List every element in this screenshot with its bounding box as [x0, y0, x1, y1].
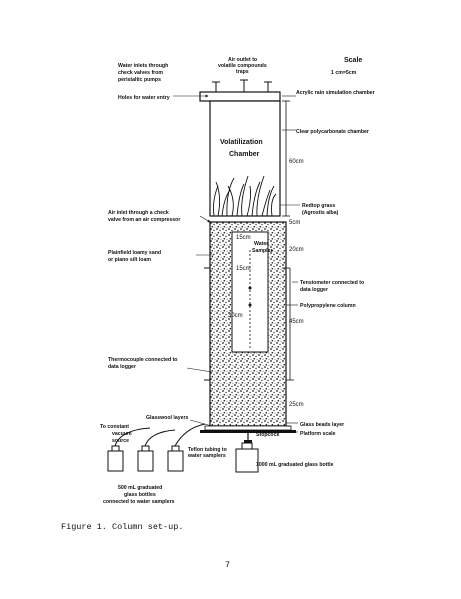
platform-label: Platform scale — [300, 431, 336, 437]
volatilization-line1: Volatilization — [220, 139, 263, 146]
soil-line2: or piano silt loam — [108, 257, 151, 263]
redtop-line1: Redtop grass — [302, 203, 335, 209]
redtop-grass — [213, 175, 277, 217]
holes-label: Holes for water entry — [118, 95, 170, 101]
dim-inner-15a: 15cm — [236, 235, 251, 241]
acrylic-chamber-label: Acrylic rain simulation chamber — [296, 90, 375, 96]
volatilization-line2: Chamber — [229, 151, 260, 158]
bottles-500ml — [107, 423, 206, 472]
teflon-line1: Teflon tubing to — [188, 447, 227, 453]
water-sampler-line2: Sampler — [252, 248, 272, 254]
polypropylene-label: Polypropylene column — [300, 303, 356, 309]
stopcock — [244, 440, 252, 443]
air-outlet-line3: traps — [236, 69, 249, 75]
scale-title: Scale — [344, 57, 362, 64]
teflon-line2: water samplers — [187, 453, 226, 459]
dim-lower: 25cm — [289, 402, 304, 408]
air-inlet-line2: valve from an air compressor — [108, 217, 180, 223]
bottles-500-line3: connected to water samplers — [103, 499, 175, 505]
water-inlets-line1: Water inlets through — [118, 63, 168, 69]
dim-column: 45cm — [289, 319, 304, 325]
glasswool-label: Glasswool layers — [146, 415, 189, 421]
bottle-1000-label: 1000 mL graduated glass bottle — [256, 462, 334, 468]
bottle-1000ml — [235, 442, 259, 473]
page-number: 7 — [225, 560, 230, 570]
redtop-line2: (Agrostis alba) — [302, 210, 339, 216]
dim-gap: 5cm — [289, 220, 300, 226]
glass-beads-label: Glass beads layer — [300, 422, 344, 428]
dimension-lines — [282, 100, 294, 427]
vacuum-line1: To constant — [100, 424, 129, 430]
dim-upper: 20cm — [289, 247, 304, 253]
thermocouple-line2: data logger — [108, 364, 136, 370]
rain-simulation-chamber — [199, 79, 281, 102]
bottles-500-line2: glass bottles — [124, 492, 156, 498]
dim-chamber: 60cm — [289, 159, 304, 165]
water-inlets-line2: check valves from — [118, 70, 163, 76]
soil-line1: Plainfield loamy sand — [108, 250, 161, 256]
volatilization-chamber — [209, 100, 281, 217]
bottles-500-line1: 500 mL graduated — [118, 485, 162, 491]
tensiometer-line1: Tensiometer connected to — [300, 280, 364, 286]
water-inlets-line3: peristaltic pumps — [118, 77, 161, 83]
air-outlet-line2: volatile compounds — [218, 63, 267, 69]
water-sampler-line1: Water — [254, 241, 268, 247]
stopcock-label: Stopcock — [256, 432, 279, 438]
figure-caption: Figure 1. Column set-up. — [61, 522, 183, 532]
dim-inner-30: 30cm — [228, 313, 243, 319]
vacuum-line2: vacuum — [112, 431, 132, 437]
thermocouple-line1: Thermocouple connected to — [108, 357, 177, 363]
tensiometer-line2: data logger — [300, 287, 328, 293]
clear-chamber-label: Clear polycarbonate chamber — [296, 129, 369, 135]
air-inlet-line1: Air inlet through a check — [108, 210, 169, 216]
vacuum-line3: source — [112, 438, 129, 444]
scale-value: 1 cm=5cm — [331, 70, 357, 76]
dim-inner-15b: 15cm — [236, 266, 251, 272]
air-outlet-line1: Air outlet to — [228, 57, 257, 63]
